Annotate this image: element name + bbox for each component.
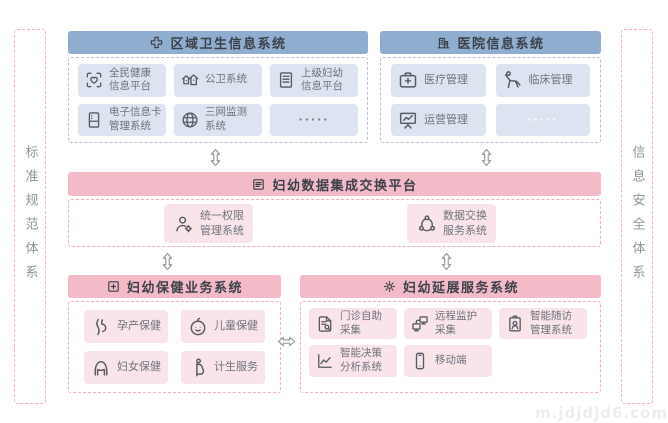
care-section-title: 妇幼保健业务系统 bbox=[126, 281, 243, 296]
box-label: 临床管理 bbox=[528, 73, 573, 87]
leftright-arrow-icon bbox=[277, 332, 296, 351]
box-label: 全民健康 信息平台 bbox=[109, 66, 151, 93]
box-unified-permission-system: 统一权限 管理系统 bbox=[164, 204, 253, 243]
standards-pillar-label: 标准规范体系 bbox=[22, 144, 38, 289]
care-section-body: 孕产保健 儿童保健 妇女保健 计生服务 bbox=[68, 301, 281, 393]
globe-icon bbox=[180, 110, 200, 130]
mobile-phone-icon bbox=[410, 351, 430, 371]
hospital-section-title: 医院信息系统 bbox=[457, 37, 545, 52]
clinic-chair-icon bbox=[502, 69, 524, 91]
hospital-icon bbox=[436, 35, 451, 50]
box-public-health-system: 公卫系统 bbox=[174, 64, 262, 97]
box-family-planning: 计生服务 bbox=[181, 351, 265, 384]
houses-icon bbox=[180, 70, 200, 90]
box-women-care: 妇女保健 bbox=[84, 351, 168, 384]
extend-section-body: 门诊自助 采集 远程监护 采集 智能随访 管理系统 智能决策 分析系统 移动端 bbox=[300, 301, 601, 393]
share-network-icon bbox=[416, 213, 438, 235]
updown-arrow-icon bbox=[206, 148, 225, 167]
remote-monitor-icon bbox=[410, 314, 430, 334]
pregnancy-icon bbox=[90, 316, 112, 338]
platform-section-body: 统一权限 管理系统 数据交换 服务系统 bbox=[68, 199, 601, 247]
cross-icon bbox=[149, 35, 164, 50]
box-clinical-management: 临床管理 bbox=[495, 64, 590, 97]
box-label: 智能决策 分析系统 bbox=[340, 347, 382, 373]
security-pillar-label: 信息安全体系 bbox=[629, 144, 645, 289]
box-label: 妇女保健 bbox=[117, 360, 161, 374]
box-label: 统一权限 管理系统 bbox=[200, 209, 244, 237]
document-lines-icon bbox=[251, 177, 266, 192]
care-section-header: 妇幼保健业务系统 bbox=[68, 275, 281, 298]
extend-section-title: 妇幼延展服务系统 bbox=[402, 281, 519, 296]
updown-arrow-icon bbox=[437, 252, 456, 271]
box-operation-management: 运营管理 bbox=[391, 103, 486, 136]
heart-frame-icon bbox=[84, 70, 104, 90]
more-dots: ····· bbox=[527, 113, 559, 127]
box-regional-more: ····· bbox=[270, 103, 358, 136]
regional-section-body: 全民健康 信息平台 公卫系统 上级妇幼 信息平台 电子信息卡 管理系统 三网监测… bbox=[68, 57, 368, 143]
box-superior-mch-platform: 上级妇幼 信息平台 bbox=[270, 64, 358, 97]
box-pregnancy-care: 孕产保健 bbox=[84, 310, 168, 343]
box-label: 门诊自助 采集 bbox=[340, 310, 382, 336]
box-hospital-more: ····· bbox=[495, 103, 590, 136]
box-label: 上级妇幼 信息平台 bbox=[301, 66, 343, 93]
box-label: 儿童保健 bbox=[214, 319, 258, 333]
updown-arrow-icon bbox=[477, 148, 496, 167]
pregnant-woman-icon bbox=[187, 357, 209, 379]
box-three-network-monitoring: 三网监测 系统 bbox=[174, 103, 262, 136]
platform-section-header: 妇幼数据集成交换平台 bbox=[68, 172, 601, 196]
platform-section-title: 妇幼数据集成交换平台 bbox=[272, 178, 418, 194]
box-outpatient-self-collection: 门诊自助 采集 bbox=[309, 308, 397, 340]
woman-icon bbox=[90, 357, 112, 379]
more-dots: ····· bbox=[298, 113, 330, 127]
box-label: 运营管理 bbox=[424, 112, 468, 126]
line-chart-icon bbox=[315, 351, 335, 371]
box-label: 移动端 bbox=[435, 354, 467, 367]
box-label: 医疗管理 bbox=[424, 73, 468, 87]
clipboard-person-icon bbox=[505, 314, 525, 334]
document-search-icon bbox=[315, 314, 335, 334]
presentation-chart-icon bbox=[397, 109, 419, 131]
medkit-icon bbox=[397, 69, 419, 91]
gear-icon bbox=[382, 279, 397, 294]
box-label: 计生服务 bbox=[214, 360, 258, 374]
baby-face-icon bbox=[187, 316, 209, 338]
document-stack-icon bbox=[276, 70, 296, 90]
hospital-section-body: 医疗管理 临床管理 运营管理 ····· bbox=[380, 57, 601, 143]
box-remote-monitoring-collection: 远程监护 采集 bbox=[404, 308, 492, 340]
standards-pillar: 标准规范体系 bbox=[14, 29, 46, 404]
box-mobile-terminal: 移动端 bbox=[404, 345, 492, 377]
security-pillar: 信息安全体系 bbox=[621, 29, 653, 404]
clinic-square-cross-icon bbox=[106, 279, 121, 294]
box-child-care: 儿童保健 bbox=[181, 310, 265, 343]
box-label: 公卫系统 bbox=[205, 73, 247, 86]
regional-section-header: 区域卫生信息系统 bbox=[68, 31, 368, 54]
extend-section-header: 妇幼延展服务系统 bbox=[300, 275, 601, 298]
box-medical-management: 医疗管理 bbox=[391, 64, 486, 97]
box-label: 远程监护 采集 bbox=[435, 310, 477, 336]
box-label: 三网监测 系统 bbox=[205, 106, 247, 132]
updown-arrow-icon bbox=[158, 252, 177, 271]
id-card-icon bbox=[84, 110, 104, 130]
box-national-health-platform: 全民健康 信息平台 bbox=[78, 64, 166, 97]
box-smart-followup-system: 智能随访 管理系统 bbox=[499, 308, 587, 340]
regional-section-title: 区域卫生信息系统 bbox=[170, 37, 287, 52]
box-label: 智能随访 管理系统 bbox=[530, 310, 572, 336]
box-label: 孕产保健 bbox=[117, 319, 161, 333]
hospital-section-header: 医院信息系统 bbox=[380, 31, 601, 54]
box-data-exchange-service: 数据交换 服务系统 bbox=[407, 204, 496, 243]
box-label: 数据交换 服务系统 bbox=[443, 209, 487, 237]
box-smart-decision-analysis: 智能决策 分析系统 bbox=[309, 345, 397, 377]
box-label: 电子信息卡 管理系统 bbox=[109, 106, 162, 132]
watermark: m.jdjdjd6.com bbox=[535, 404, 668, 422]
box-e-card-management: 电子信息卡 管理系统 bbox=[78, 103, 166, 136]
person-gear-icon bbox=[173, 213, 195, 235]
